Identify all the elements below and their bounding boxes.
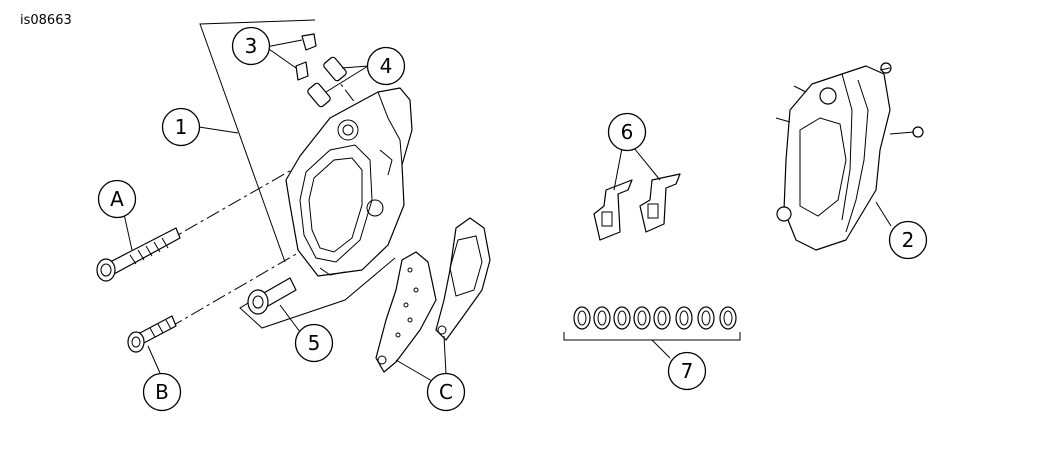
callout-1-label: 1 <box>175 115 188 139</box>
figure-id: is08663 <box>20 13 72 28</box>
callout-a: A <box>97 179 137 219</box>
callout-1: 1 <box>161 107 201 147</box>
pad-clips <box>593 173 681 241</box>
callout-c-label: C <box>439 380 453 404</box>
bleed-screws <box>295 33 317 81</box>
callout-2-label: 2 <box>902 228 915 252</box>
brake-pads <box>375 217 491 373</box>
leader-lines <box>123 39 892 382</box>
callout-6: 6 <box>607 112 647 152</box>
callout-3-label: 3 <box>245 34 258 58</box>
callout-6-label: 6 <box>621 120 634 144</box>
callout-3: 3 <box>231 26 271 66</box>
bleed-nipples <box>307 56 347 108</box>
callout-4-label: 4 <box>380 54 393 78</box>
callout-4: 4 <box>366 46 406 86</box>
callout-c: C <box>426 372 466 412</box>
bolt-a <box>96 227 181 282</box>
callout-a-label: A <box>110 187 124 211</box>
caliper-body <box>285 87 413 277</box>
callout-b: B <box>142 372 182 412</box>
callout-7-label: 7 <box>681 359 694 383</box>
assembled-caliper <box>775 62 924 251</box>
seals <box>563 306 741 341</box>
callout-7: 7 <box>667 351 707 391</box>
callout-5-label: 5 <box>308 331 321 355</box>
callout-2: 2 <box>888 220 928 260</box>
callout-5: 5 <box>294 323 334 363</box>
pin-5 <box>247 277 297 315</box>
bolt-b <box>127 315 177 353</box>
callout-b-label: B <box>155 380 169 404</box>
